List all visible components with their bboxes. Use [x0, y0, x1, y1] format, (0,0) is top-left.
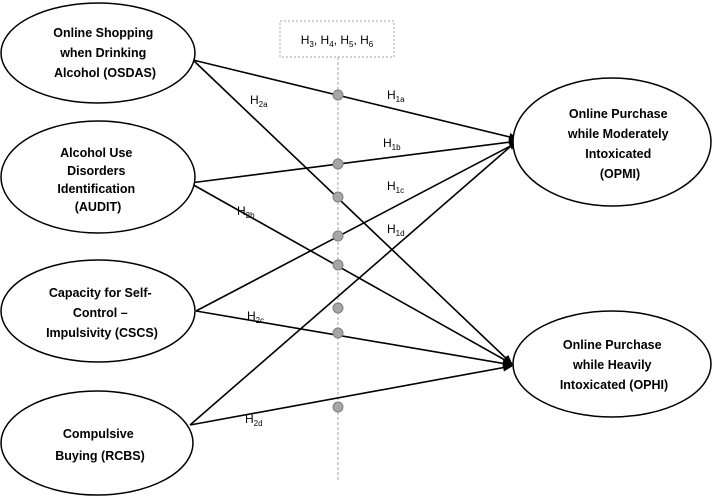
node-rcbs-label: Compulsive Buying (RCBS) [55, 427, 145, 463]
dot-h1c [332, 230, 344, 242]
dot-h2b [332, 259, 344, 271]
paths [189, 59, 519, 426]
node-opmi-label: Online Purchase while Moderately Intoxic… [567, 107, 672, 181]
node-ophi [512, 310, 712, 418]
moderation-dots [332, 89, 344, 413]
label-h1c: H1c [387, 179, 404, 195]
node-audit [0, 120, 196, 234]
path-h1a [192, 59, 519, 141]
label-h2a: H2a [250, 93, 268, 109]
dot-h2d [332, 401, 344, 413]
label-h2d: H2d [245, 412, 263, 428]
dot-h1b [332, 158, 344, 170]
path-h2c [195, 310, 513, 368]
path-h1c [195, 141, 519, 312]
node-rcbs [0, 390, 194, 496]
path-h2d [189, 363, 513, 426]
dot-h2a [332, 191, 344, 203]
node-cscs [0, 259, 196, 363]
label-h1b: H1b [383, 136, 401, 152]
node-osdas [0, 2, 196, 104]
node-ophi-label: Online Purchase while Heavily Intoxicate… [560, 338, 668, 392]
dot-h1d [332, 302, 344, 314]
node-osdas-label: Online Shopping when Drinking Alcohol (O… [53, 26, 156, 80]
path-h1d [189, 139, 519, 426]
label-h1a: H1a [387, 88, 405, 104]
path-h2a [192, 59, 513, 365]
moderator-label: H3, H4, H5, H6 [301, 33, 374, 49]
dot-h2c [332, 327, 344, 339]
path-h2b [189, 182, 513, 365]
label-h2b: H2b [237, 204, 255, 220]
node-cscs-label: Capacity for Self- Control – Impulsivity… [46, 286, 158, 340]
moderator-box [279, 20, 395, 58]
label-h1d: H1d [387, 222, 405, 238]
path-h1b [189, 138, 519, 184]
node-audit-label: Alcohol Use Disorders Identification (AU… [57, 146, 138, 214]
node-opmi [512, 77, 712, 207]
label-h2c: H2c [247, 309, 264, 325]
dot-h1a [332, 89, 344, 101]
